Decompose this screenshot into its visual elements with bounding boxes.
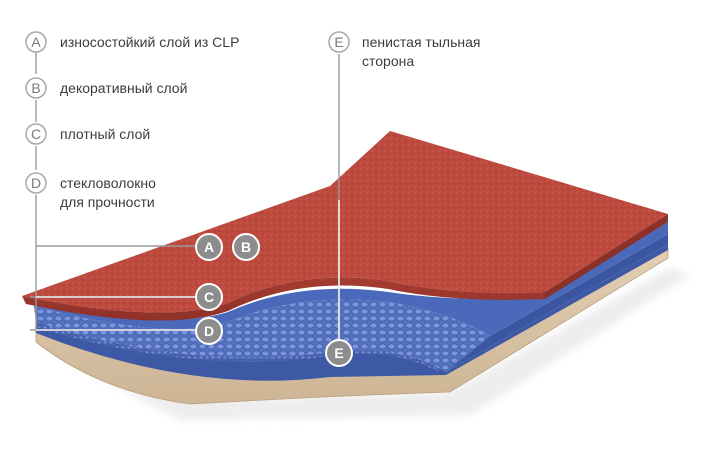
legend-c-badge: [25, 123, 47, 145]
sample-shadow: [40, 268, 690, 420]
marker-d-letter: D: [204, 323, 214, 339]
marker-b: B: [232, 233, 260, 261]
legend-e-badge: [328, 31, 350, 53]
wear-layer-top: [22, 131, 668, 321]
legend-d-text-line2: для прочности: [60, 194, 155, 210]
legend-e: E пенистая тыльная сторона: [328, 31, 480, 69]
legend-b-letter: B: [31, 80, 40, 96]
legend-e-letter: E: [334, 34, 343, 50]
legend-e-text-line2: сторона: [362, 53, 414, 69]
legend-d: D стекловолокно для прочности: [25, 172, 156, 210]
legend-e-text-line1: пенистая тыльная: [362, 34, 480, 50]
legend-d-badge: [25, 172, 47, 194]
legend-d-text-line1: стекловолокно: [60, 175, 156, 191]
marker-a: A: [195, 233, 223, 261]
legend-b-badge: [25, 77, 47, 99]
marker-b-letter: B: [241, 239, 251, 255]
marker-e: E: [325, 339, 353, 367]
legend-a-badge: [25, 31, 47, 53]
marker-a-letter: A: [204, 239, 214, 255]
legend-c-letter: C: [31, 126, 41, 142]
marker-c: C: [195, 283, 223, 311]
legend-a: A износостойкий слой из CLP: [25, 31, 239, 53]
marker-c-letter: C: [204, 289, 214, 305]
decorative-layer: [30, 222, 668, 336]
legend-d-letter: D: [31, 175, 41, 191]
legend-a-text: износостойкий слой из CLP: [60, 34, 239, 50]
legend-a-letter: A: [31, 34, 41, 50]
legend-b-text: декоративный слой: [60, 80, 187, 96]
legend-b: B декоративный слой: [25, 77, 187, 99]
marker-e-letter: E: [334, 345, 343, 361]
leader-lines: [30, 52, 340, 340]
legend-c: C плотный слой: [25, 123, 150, 145]
marker-d: D: [195, 317, 223, 345]
legend-c-text: плотный слой: [60, 126, 150, 142]
dense-layer: [34, 234, 668, 372]
